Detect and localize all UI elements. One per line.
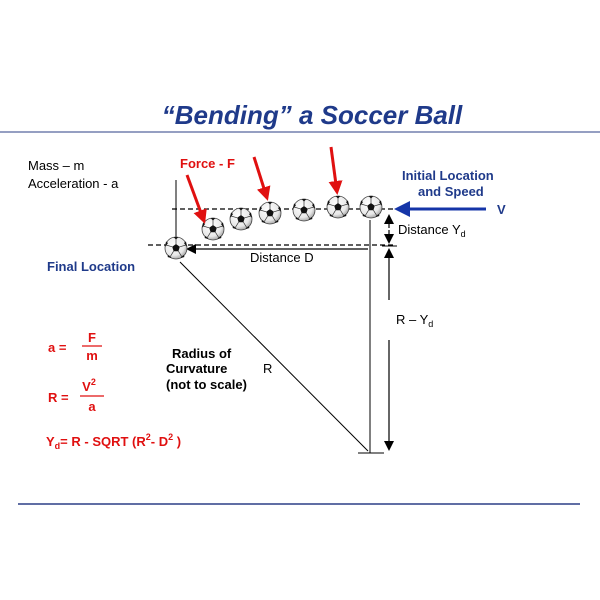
equation-yd: Yd= R - SQRT (R2- D2 ) [46, 432, 181, 451]
equation-acceleration: a = F m [48, 330, 102, 363]
soccer-ball-icon [164, 236, 188, 260]
initial-location-label: Initial Location [402, 168, 494, 183]
equation-r-lhs: R = [48, 390, 69, 405]
final-location-label: Final Location [47, 259, 135, 274]
equation-a-denominator: m [86, 348, 98, 363]
force-label: Force - F [180, 156, 235, 171]
equation-r-numerator: V2 [82, 377, 96, 394]
r-minus-yd-label: R – Yd [396, 312, 433, 329]
equation-r-denominator: a [88, 399, 96, 414]
force-arrow-2 [252, 156, 271, 201]
radius-label-line3: (not to scale) [166, 377, 247, 392]
acceleration-label: Acceleration - a [28, 176, 119, 191]
radius-label-line1: Radius of [172, 346, 232, 361]
soccer-ball-icon [229, 207, 253, 231]
slide-title: “Bending” a Soccer Ball [162, 100, 463, 130]
soccer-ball-icon [326, 195, 350, 219]
radius-line [179, 261, 369, 452]
soccer-ball-icon [292, 198, 316, 222]
soccer-ball-icon [258, 201, 282, 225]
radius-r-label: R [263, 361, 272, 376]
soccer-ball-icon [359, 195, 383, 219]
distance-d-label: Distance D [250, 250, 314, 265]
force-arrow-1 [185, 174, 207, 224]
mass-label: Mass – m [28, 158, 84, 173]
initial-speed-label: and Speed [418, 184, 484, 199]
equation-a-lhs: a = [48, 340, 67, 355]
velocity-label: V [497, 202, 506, 217]
distance-yd-label: Distance Yd [398, 222, 466, 239]
force-arrow-3 [328, 146, 343, 195]
soccer-ball-icon [201, 217, 225, 241]
equation-a-numerator: F [88, 330, 96, 345]
equation-radius: R = V2 a [48, 377, 104, 414]
radius-label-line2: Curvature [166, 361, 227, 376]
